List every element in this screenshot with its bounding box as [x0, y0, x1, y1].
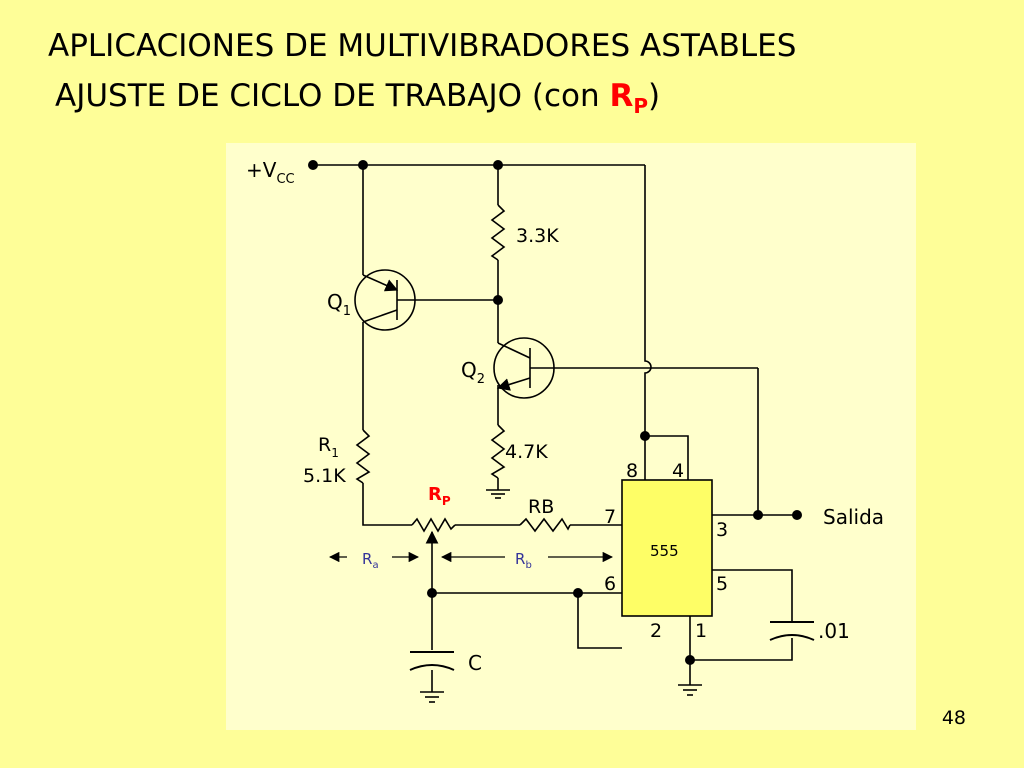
ra-span-label: Ra	[362, 550, 379, 571]
slide-subtitle: AJUSTE DE CICLO DE TRABAJO (con RP)	[55, 78, 660, 118]
wires	[313, 164, 797, 692]
transistor-q1	[354, 269, 416, 331]
slide-number: 48	[941, 707, 966, 729]
r1-label: R1	[318, 434, 339, 460]
q1-label: Q1	[327, 290, 351, 319]
pin-2-label: 2	[650, 620, 662, 642]
slide-title: APLICACIONES DE MULTIVIBRADORES ASTABLES	[48, 28, 797, 64]
subtitle-prefix: AJUSTE DE CICLO DE TRABAJO (con	[55, 78, 610, 114]
pin-8-label: 8	[626, 460, 638, 482]
circuit-diagram: +VCC 3.3K Q1 Q2 R1 5.1K 4.7K RP RB Ra Rb…	[226, 143, 916, 730]
q2-label: Q2	[461, 358, 485, 387]
rp-label: RP	[428, 484, 451, 508]
pin-6-label: 6	[604, 573, 616, 595]
resistor-3-3k	[490, 204, 506, 261]
rb-span-label: Rb	[515, 550, 532, 571]
subtitle-rp-main: R	[609, 78, 634, 114]
pin-7-label: 7	[604, 506, 616, 528]
transistor-q2	[493, 337, 555, 399]
capacitor-c	[409, 651, 455, 671]
junction-dots	[308, 160, 802, 665]
output-label: Salida	[823, 505, 884, 529]
r-top-label: 3.3K	[516, 225, 559, 247]
resistor-rb	[519, 517, 571, 533]
pin-1-label: 1	[695, 620, 707, 642]
vcc-label: +VCC	[246, 158, 295, 187]
ic-555	[621, 479, 713, 617]
ground-symbols	[420, 489, 702, 703]
pin-3-label: 3	[716, 519, 728, 541]
subtitle-rp: RP	[609, 78, 648, 118]
potentiometer-rp	[411, 517, 456, 545]
pin-5-label: 5	[716, 573, 728, 595]
subtitle-suffix: )	[648, 78, 661, 114]
r1-value-label: 5.1K	[303, 465, 346, 487]
r-bottom-label: 4.7K	[505, 441, 548, 463]
subtitle-rp-sub: P	[633, 94, 649, 119]
rb-label: RB	[528, 496, 554, 518]
capacitor-001-label: .01	[818, 619, 850, 643]
resistor-4-7k	[490, 424, 506, 479]
diagram-panel	[226, 143, 916, 730]
capacitor-c-label: C	[468, 651, 482, 675]
pin-4-label: 4	[672, 460, 684, 482]
resistor-r1	[355, 429, 371, 484]
capacitor-001	[769, 621, 815, 641]
ic-555-label: 555	[650, 542, 679, 560]
